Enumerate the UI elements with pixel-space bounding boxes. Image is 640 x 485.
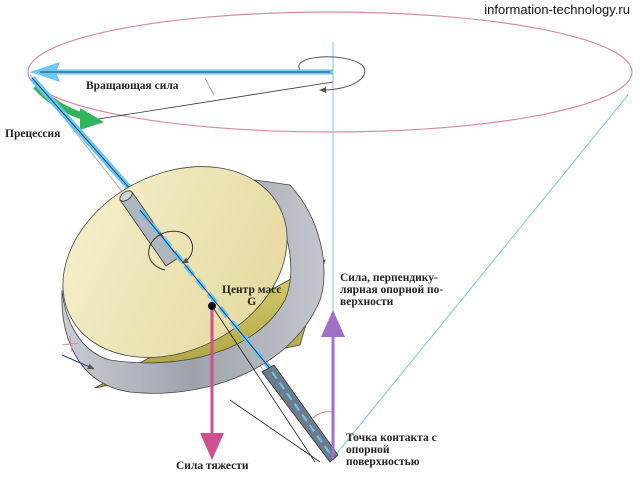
- label-contact-point-line3: поверхностью: [346, 456, 420, 468]
- disc-top-face: [62, 166, 288, 358]
- spin-arrow-top: [298, 56, 366, 93]
- watermark-text: information-technology.ru: [484, 2, 630, 17]
- disc-edge-arrow: [61, 354, 95, 370]
- disc-edge-mark-left: [61, 335, 79, 353]
- label-rotating-force: Вращающая сила: [86, 80, 179, 92]
- label-center-of-mass: Центр масс G: [222, 284, 281, 308]
- label-contact-point-line2: опорной: [346, 444, 390, 456]
- label-gravity: Сила тяжести: [176, 460, 249, 472]
- center-to-contact-line: [211, 305, 316, 463]
- lower-spindle-highlight: [271, 371, 334, 459]
- spin-axis-upper-core: [31, 77, 141, 201]
- center-of-mass-dot: [208, 302, 216, 310]
- precession-arrow-head: [80, 108, 104, 130]
- label-normal-force-line3: верхности: [340, 296, 394, 308]
- precession-ellipse: [27, 11, 633, 133]
- label-normal-force-line2: лярная опорной по-: [340, 284, 444, 296]
- label-normal-force-line1: Сила, перпендику-: [340, 272, 438, 284]
- label-contact-point-line1: Точка контакта с: [346, 432, 437, 444]
- spindle-contact-line: [229, 399, 321, 463]
- angle-arc-top: [204, 77, 215, 96]
- label-normal-force: Сила, перпендику- лярная опорной по- вер…: [340, 272, 443, 308]
- label-contact-point: Точка контакта с опорной поверхностью: [346, 432, 437, 468]
- cone-line-right: [332, 94, 629, 459]
- angle-arc-bottom: [312, 411, 334, 419]
- label-center-of-mass-line2: G: [247, 296, 257, 308]
- axle-stub-cap: [119, 190, 133, 202]
- label-center-of-mass-line1: Центр масс: [222, 284, 282, 296]
- spin-arrow-disc: [148, 230, 193, 271]
- label-precession: Прецессия: [5, 128, 61, 140]
- tip-connector-line: [91, 81, 334, 121]
- disc-side: [61, 179, 325, 394]
